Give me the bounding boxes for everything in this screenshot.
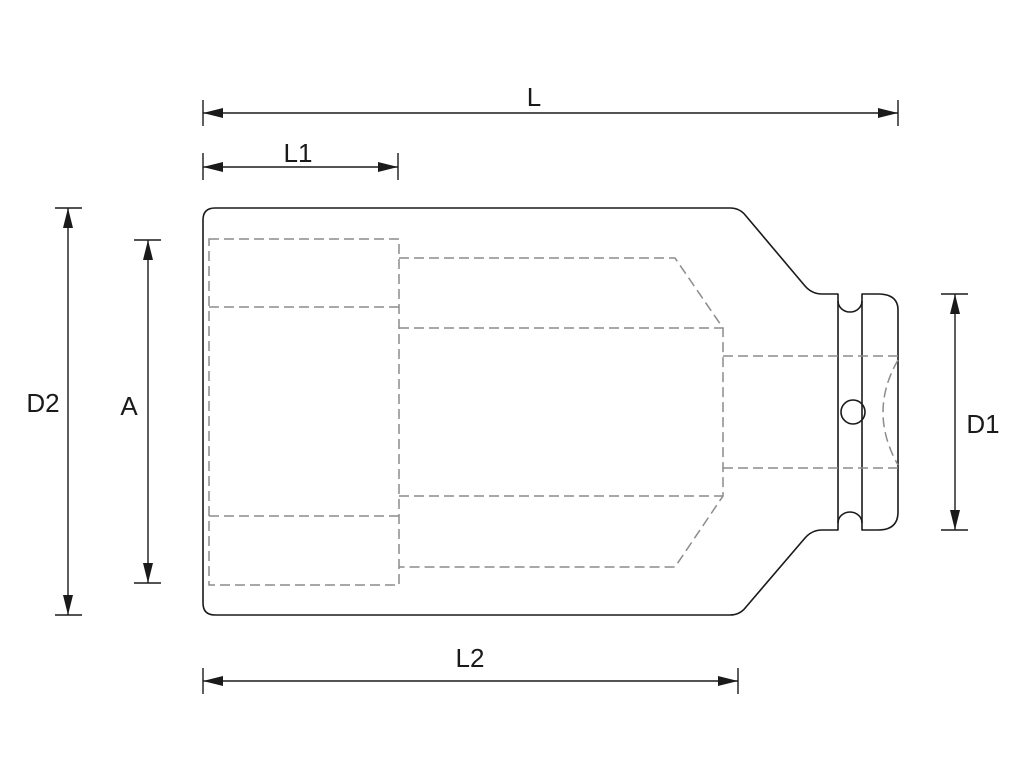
dimension-L2: L2 [202, 643, 739, 694]
dimension-A: A [120, 239, 161, 584]
inner-bore-outer [399, 257, 724, 568]
hex-opening-outline [208, 238, 400, 586]
detent-ball [840, 399, 866, 425]
dimension-label-L1: L1 [284, 138, 313, 168]
dimension-L: L [202, 82, 899, 126]
dimension-L1: L1 [202, 138, 399, 180]
dimension-D1: D1 [941, 293, 1000, 531]
dimension-label-A: A [120, 391, 138, 421]
dimension-label-D1: D1 [966, 409, 999, 439]
hidden-features [208, 238, 899, 586]
drive-square-arc [882, 359, 899, 466]
socket-outline [202, 207, 899, 616]
dimension-label-L: L [527, 82, 541, 112]
dimension-D2: D2 [26, 207, 82, 616]
dimension-label-L2: L2 [456, 643, 485, 673]
socket-body [202, 207, 899, 616]
dimension-label-D2: D2 [26, 388, 59, 418]
